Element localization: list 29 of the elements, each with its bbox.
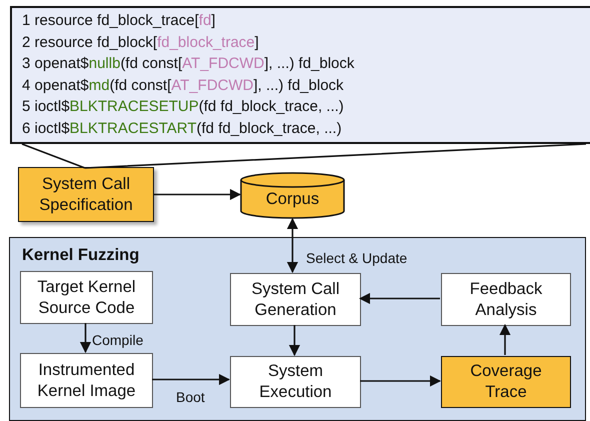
process-box: Instrumented Kernel Image [20, 353, 153, 408]
group-panel [9, 237, 586, 421]
process-box: Target Kernel Source Code [20, 271, 153, 324]
process-box: System Call Specification [18, 167, 154, 222]
code-line: 4 openat$md(fd const[AT_FDCWD], ...) fd_block [22, 76, 345, 96]
arrow [358, 292, 440, 304]
process-box: Feedback Analysis [441, 273, 571, 326]
arrow [360, 375, 442, 387]
edge-label: Compile [92, 332, 144, 348]
arrow [499, 324, 511, 355]
database-cylinder: Corpus [240, 172, 345, 219]
process-box: Coverage Trace [441, 356, 571, 408]
arrow [152, 374, 230, 386]
process-box: System Execution [230, 356, 361, 408]
code-panel [10, 6, 590, 144]
arrow [154, 188, 242, 200]
edge-label: Boot [176, 389, 205, 405]
code-line: 1 resource fd_block_trace[fd] [22, 11, 216, 31]
code-line: 6 ioctl$BLKTRACESTART(fd fd_block_trace, ...) [22, 118, 343, 139]
code-line: 3 openat$nullb(fd const[AT_FDCWD], ...) fd_block [22, 54, 356, 74]
group-title: Kernel Fuzzing [22, 246, 140, 265]
arrow [80, 323, 92, 354]
arrow [288, 325, 300, 356]
code-line: 2 resource fd_block[fd_block_trace] [22, 32, 260, 53]
callout-line [21, 143, 587, 169]
arrow [286, 218, 298, 274]
code-line: 5 ioctl$BLKTRACESETUP(fd fd_block_trace, ...) [22, 97, 345, 118]
edge-label: Select & Update [306, 250, 408, 266]
process-box: System Call Generation [230, 273, 361, 326]
